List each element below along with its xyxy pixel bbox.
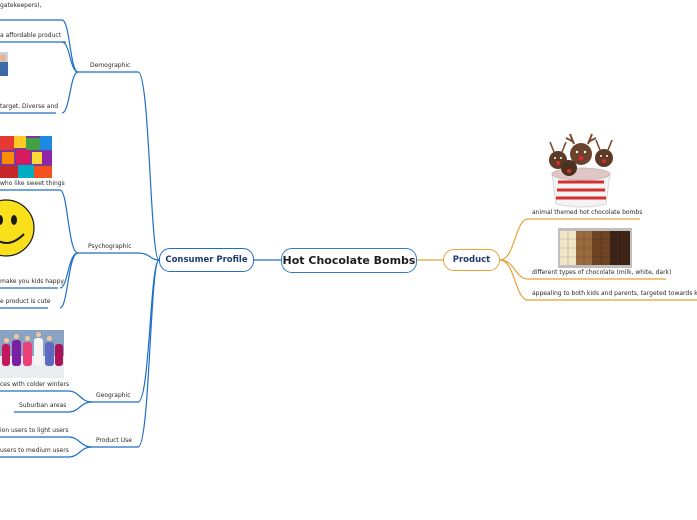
geographic-item-1[interactable]: ces with colder winters: [0, 381, 70, 388]
psychographic-item-1[interactable]: who like sweet things: [0, 180, 65, 187]
reindeer-cocoa-bombs: [549, 133, 613, 208]
psychographic-subtopic[interactable]: Psychographic: [88, 243, 132, 250]
product-use-subtopic[interactable]: Product Use: [96, 437, 132, 444]
psychographic-item-3[interactable]: e product is cute: [0, 298, 51, 305]
demographic-subtopic[interactable]: Demographic: [90, 62, 131, 69]
psychographic-item-2[interactable]: make you kids happy: [0, 278, 64, 285]
central-topic[interactable]: Hot Chocolate Bombs: [281, 248, 417, 273]
demographic-item-1[interactable]: gatekeepers),: [0, 2, 42, 9]
connector-product-1: [499, 218, 529, 261]
product-topic[interactable]: Product: [443, 249, 500, 271]
connector-demographic: [137, 71, 160, 261]
smiley-face: [0, 199, 35, 257]
geographic-subtopic[interactable]: Geographic: [96, 392, 131, 399]
connector-product-3: [499, 259, 529, 301]
demographic-item-3[interactable]: target. Diverse and: [0, 103, 59, 110]
product-use-item-1[interactable]: ion users to light users: [0, 427, 69, 434]
chocolate-bars: [558, 228, 632, 268]
connector-product-use: [137, 259, 160, 448]
connector-product-2: [499, 259, 529, 280]
product-use-item-2[interactable]: users to medium users: [0, 447, 69, 454]
connector-psychographic: [137, 252, 160, 261]
candy-photo: [0, 136, 52, 178]
geographic-item-2[interactable]: Suburban areas: [19, 402, 67, 409]
demographic-item-2[interactable]: a affordable product: [0, 32, 62, 39]
product-item-3[interactable]: appealing to both kids and parents, targ…: [532, 290, 697, 297]
product-item-2[interactable]: different types of chocolate (milk, whit…: [532, 269, 672, 276]
winter-kids-photo: [0, 330, 64, 378]
product-item-1[interactable]: animal themed hot chocolate bombs: [532, 209, 643, 216]
kids-photo: [0, 52, 8, 76]
consumer-profile-topic[interactable]: Consumer Profile: [159, 248, 254, 272]
